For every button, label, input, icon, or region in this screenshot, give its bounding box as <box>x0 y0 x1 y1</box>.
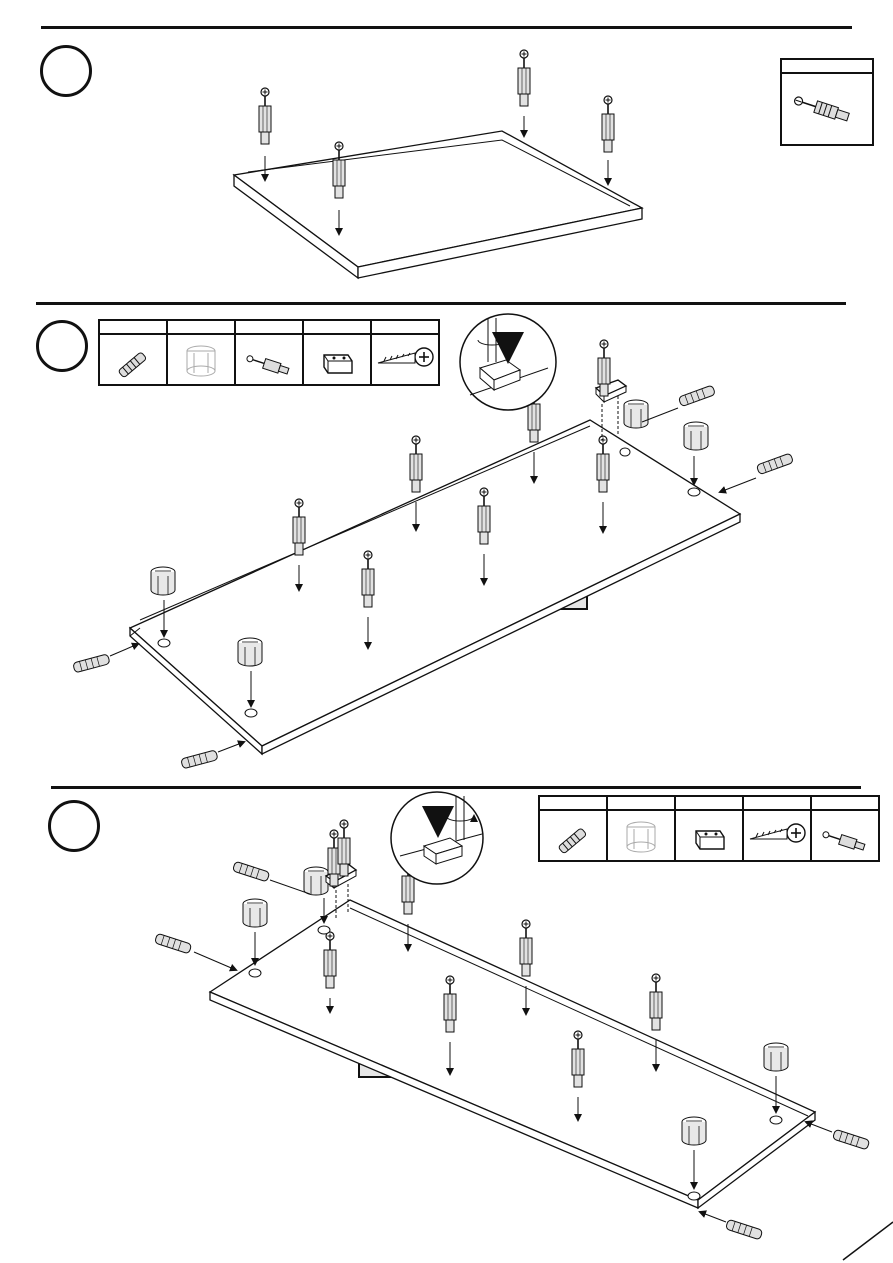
page-corner-line <box>843 1222 893 1260</box>
step-3-detail-circle <box>391 792 483 884</box>
step-1-board <box>234 131 642 278</box>
step-2-board <box>130 420 740 754</box>
step-2-bracket <box>596 340 626 440</box>
step-3-board <box>210 900 815 1208</box>
step-2-detail-circle <box>460 314 556 410</box>
